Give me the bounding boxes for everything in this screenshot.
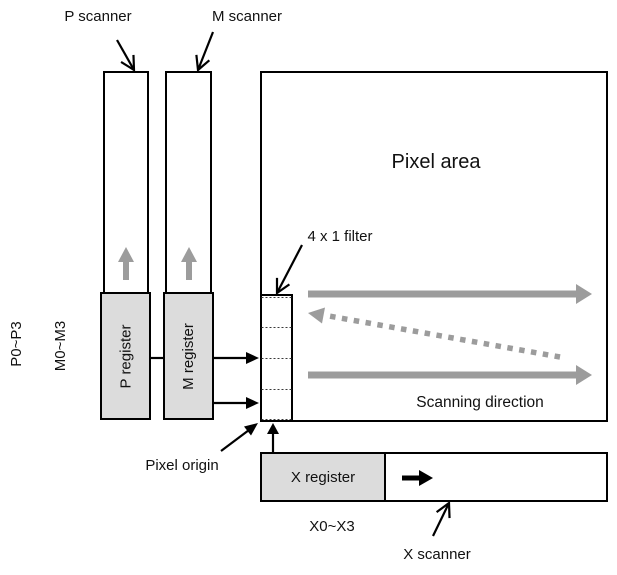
scanning-direction-label: Scanning direction	[416, 394, 544, 411]
p-range-label: P0~P3	[8, 321, 25, 367]
p-register-box: P register	[100, 292, 151, 420]
m-range-label: M0~M3	[52, 320, 69, 372]
p-register-label: P register	[117, 324, 135, 388]
filter-box	[260, 294, 293, 422]
x-register-label: X register	[290, 468, 356, 486]
m-scanner-label: M scanner	[211, 8, 283, 25]
x-scanner-pointer-arrow-icon	[432, 500, 451, 537]
p-scanner-pointer-arrow-icon	[116, 39, 136, 73]
pixel-origin-label: Pixel origin	[145, 457, 219, 474]
x-scanner-row-box	[384, 452, 608, 502]
m-register-box: M register	[163, 292, 214, 420]
m-scanner-pointer-arrow-icon	[195, 31, 215, 73]
pixel-origin-arrow-icon	[220, 423, 258, 452]
pixel-area-label: Pixel area	[391, 151, 481, 173]
p-scanner-label: P scanner	[64, 8, 132, 25]
m-to-filter-arrow-upper-icon	[214, 352, 259, 364]
pixel-area-box	[260, 71, 608, 422]
x-range-label: X0~X3	[309, 518, 355, 535]
x-feed-up-arrow-icon	[267, 423, 279, 452]
filter-label: 4 x 1 filter	[307, 228, 373, 245]
m-register-label: M register	[180, 322, 197, 390]
m-to-filter-arrow-lower-icon	[214, 397, 259, 409]
x-register-box: X register	[260, 452, 386, 502]
x-scanner-label: X scanner	[403, 546, 471, 563]
